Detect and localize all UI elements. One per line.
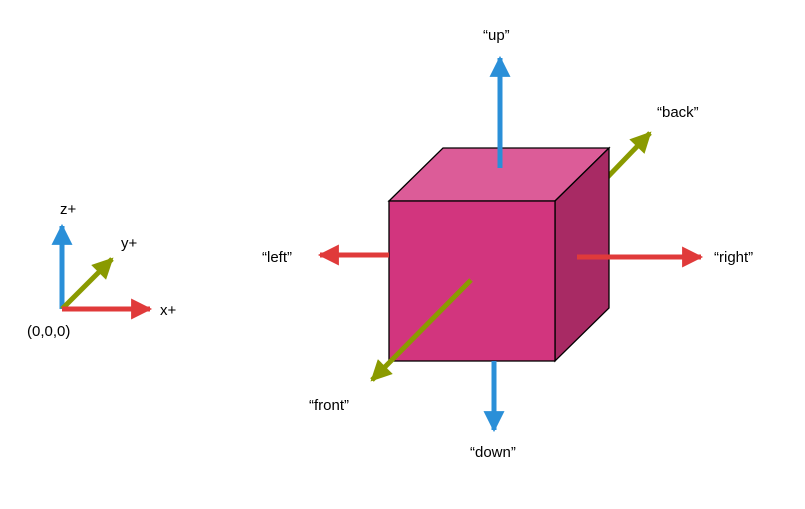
origin-label: (0,0,0) bbox=[27, 323, 70, 340]
y-axis-label: y+ bbox=[121, 235, 138, 252]
right-label: “right” bbox=[714, 249, 753, 266]
up-label: “up” bbox=[483, 27, 510, 44]
axes-legend: z+ y+ x+ (0,0,0) bbox=[27, 201, 177, 340]
front-arrow-icon bbox=[370, 278, 473, 382]
y-axis-arrow-icon bbox=[60, 257, 114, 311]
back-label: “back” bbox=[657, 104, 699, 121]
down-label: “down” bbox=[470, 444, 516, 461]
x-axis-label: x+ bbox=[160, 302, 177, 319]
front-label: “front” bbox=[309, 397, 349, 414]
z-axis-label: z+ bbox=[60, 201, 77, 218]
left-label: “left” bbox=[262, 249, 292, 266]
